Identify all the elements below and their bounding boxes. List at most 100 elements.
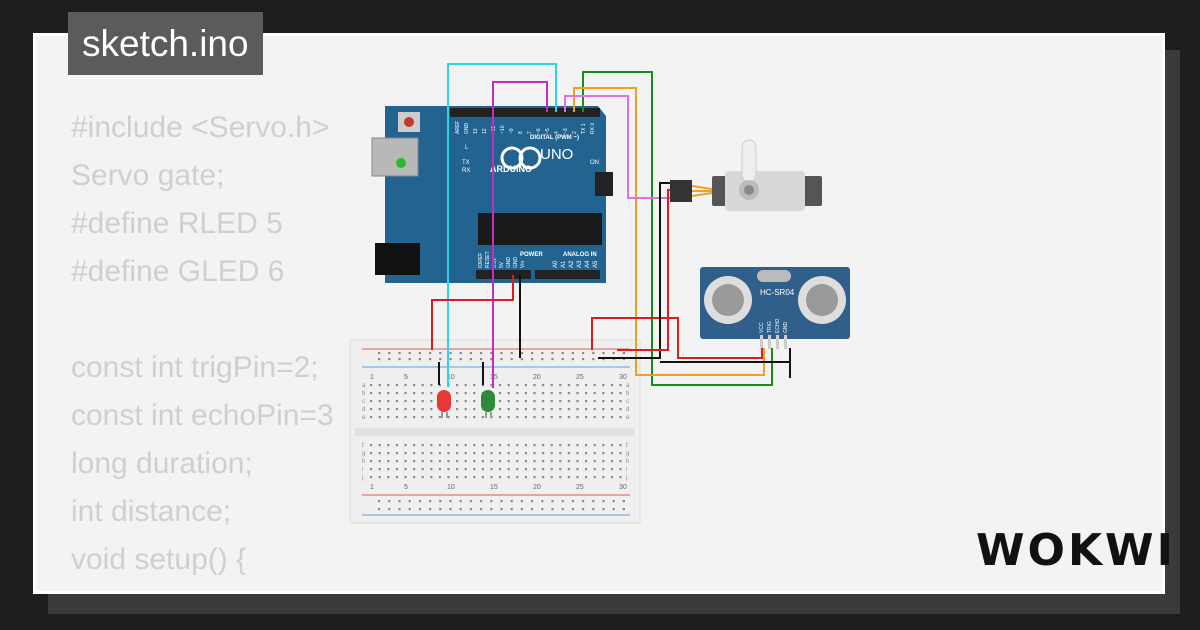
breadboard-hole bbox=[561, 508, 564, 511]
power-pin-label: 5V bbox=[499, 261, 505, 268]
breadboard-hole bbox=[610, 476, 613, 479]
breadboard-hole bbox=[542, 468, 545, 471]
wire-green-echo bbox=[582, 71, 773, 386]
breadboard-hole bbox=[378, 408, 381, 411]
breadboard-hole bbox=[619, 460, 622, 463]
breadboard-hole bbox=[602, 460, 605, 463]
breadboard-hole bbox=[395, 416, 398, 419]
breadboard-hole bbox=[456, 452, 459, 455]
digital-pin-label: GND bbox=[464, 123, 470, 135]
power-pin-label: IOREF bbox=[478, 253, 484, 268]
breadboard-hole bbox=[593, 444, 596, 447]
breadboard-hole bbox=[551, 508, 554, 511]
breadboard-hole bbox=[473, 408, 476, 411]
breadboard-hole bbox=[370, 408, 373, 411]
breadboard-hole bbox=[619, 400, 622, 403]
breadboard-hole bbox=[378, 452, 381, 455]
breadboard-row-letter: h bbox=[626, 459, 629, 465]
breadboard-hole bbox=[507, 400, 510, 403]
breadboard-column-number: 15 bbox=[490, 484, 498, 491]
breadboard-hole bbox=[559, 460, 562, 463]
breadboard-hole bbox=[567, 476, 570, 479]
breadboard-hole bbox=[559, 452, 562, 455]
uno-label: UNO bbox=[540, 146, 573, 163]
breadboard-hole bbox=[456, 416, 459, 419]
breadboard-hole bbox=[480, 358, 483, 361]
breadboard-hole bbox=[593, 392, 596, 395]
breadboard-hole bbox=[593, 452, 596, 455]
breadboard-hole bbox=[378, 392, 381, 395]
breadboard-hole bbox=[602, 468, 605, 471]
breadboard-hole bbox=[576, 476, 579, 479]
breadboard-hole bbox=[418, 500, 421, 503]
breadboard-hole bbox=[500, 352, 503, 355]
analog-pin-label: A5 bbox=[593, 260, 599, 268]
breadboard-hole bbox=[430, 452, 433, 455]
breadboard-hole bbox=[531, 508, 534, 511]
breadboard-row-letter: a bbox=[362, 383, 366, 389]
breadboard-column-number: 25 bbox=[576, 374, 584, 381]
breadboard-hole bbox=[490, 460, 493, 463]
breadboard-row-letter: i bbox=[362, 467, 363, 473]
breadboard-hole bbox=[524, 468, 527, 471]
breadboard-hole bbox=[464, 392, 467, 395]
breadboard-hole bbox=[542, 416, 545, 419]
breadboard-hole bbox=[408, 352, 411, 355]
breadboard-hole bbox=[490, 468, 493, 471]
sensor-label: HC-SR04 bbox=[760, 288, 795, 297]
analog-pin-label: A1 bbox=[561, 260, 567, 268]
breadboard-hole bbox=[378, 416, 381, 419]
breadboard-hole bbox=[464, 476, 467, 479]
breadboard-hole bbox=[619, 416, 622, 419]
breadboard-hole bbox=[610, 384, 613, 387]
breadboard-hole bbox=[480, 500, 483, 503]
breadboard-hole bbox=[516, 444, 519, 447]
breadboard-hole bbox=[449, 352, 452, 355]
breadboard-hole bbox=[404, 444, 407, 447]
breadboard-hole bbox=[421, 468, 424, 471]
breadboard-hole bbox=[571, 352, 574, 355]
breadboard-hole bbox=[559, 416, 562, 419]
breadboard-hole bbox=[456, 460, 459, 463]
breadboard-hole bbox=[559, 444, 562, 447]
breadboard-hole bbox=[404, 476, 407, 479]
breadboard-hole bbox=[610, 444, 613, 447]
breadboard-hole bbox=[507, 408, 510, 411]
power-label: POWER bbox=[520, 252, 543, 258]
breadboard-hole bbox=[602, 508, 605, 511]
breadboard-hole bbox=[585, 384, 588, 387]
power-pin-label: GND bbox=[513, 257, 519, 269]
breadboard-hole bbox=[533, 444, 536, 447]
breadboard-hole bbox=[421, 416, 424, 419]
breadboard-hole bbox=[550, 452, 553, 455]
breadboard-row-letter: g bbox=[626, 451, 629, 457]
breadboard-hole bbox=[456, 408, 459, 411]
breadboard-hole bbox=[413, 468, 416, 471]
breadboard-hole bbox=[418, 352, 421, 355]
code-line: const int echoPin=3 bbox=[71, 399, 334, 432]
breadboard-hole bbox=[567, 384, 570, 387]
breadboard-hole bbox=[550, 392, 553, 395]
breadboard-hole bbox=[507, 392, 510, 395]
breadboard-hole bbox=[542, 476, 545, 479]
breadboard-hole bbox=[516, 468, 519, 471]
analog-pin-label: A2 bbox=[569, 260, 575, 268]
breadboard-hole bbox=[388, 500, 391, 503]
breadboard-hole bbox=[438, 416, 441, 419]
breadboard-hole bbox=[438, 384, 441, 387]
digital-pin-label: 7 bbox=[527, 131, 533, 134]
breadboard-hole bbox=[542, 384, 545, 387]
code-background: #include <Servo.h>Servo gate;#define RLE… bbox=[71, 104, 341, 591]
breadboard-hole bbox=[576, 452, 579, 455]
wire-red-servo bbox=[617, 189, 670, 351]
breadboard-hole bbox=[459, 500, 462, 503]
breadboard-hole bbox=[469, 500, 472, 503]
breadboard-hole bbox=[585, 416, 588, 419]
breadboard-hole bbox=[602, 500, 605, 503]
breadboard-hole bbox=[404, 408, 407, 411]
breadboard-hole bbox=[429, 358, 432, 361]
breadboard-hole bbox=[516, 476, 519, 479]
breadboard-hole bbox=[507, 460, 510, 463]
breadboard-hole bbox=[447, 444, 450, 447]
